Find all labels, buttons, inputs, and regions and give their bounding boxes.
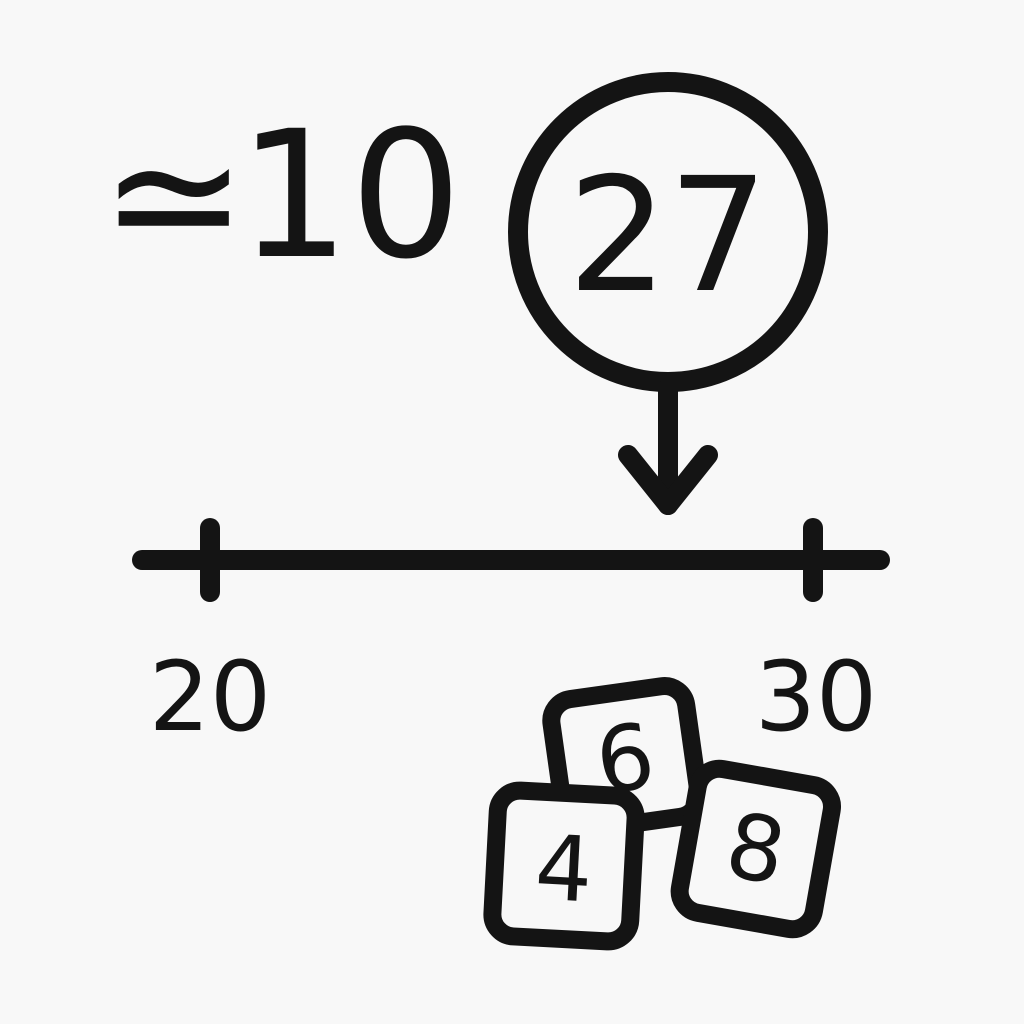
number-cards: 6 8 4 xyxy=(483,677,841,951)
card-four-value: 4 xyxy=(532,816,595,924)
estimate-value: 10 xyxy=(238,93,462,298)
target-value: 27 xyxy=(567,144,768,328)
card-eight: 8 xyxy=(670,759,841,939)
estimate-group: ≃ 10 xyxy=(100,93,462,298)
arrow-down-icon xyxy=(618,445,718,515)
approx-symbol: ≃ xyxy=(100,93,247,298)
tick-label-end: 30 xyxy=(755,641,877,753)
card-four: 4 xyxy=(483,781,645,951)
card-eight-frame xyxy=(670,759,841,939)
card-four-frame xyxy=(483,781,645,951)
target-marker: 27 xyxy=(508,72,828,515)
number-line: 20 30 xyxy=(132,518,890,753)
tick-label-start: 20 xyxy=(149,641,271,753)
